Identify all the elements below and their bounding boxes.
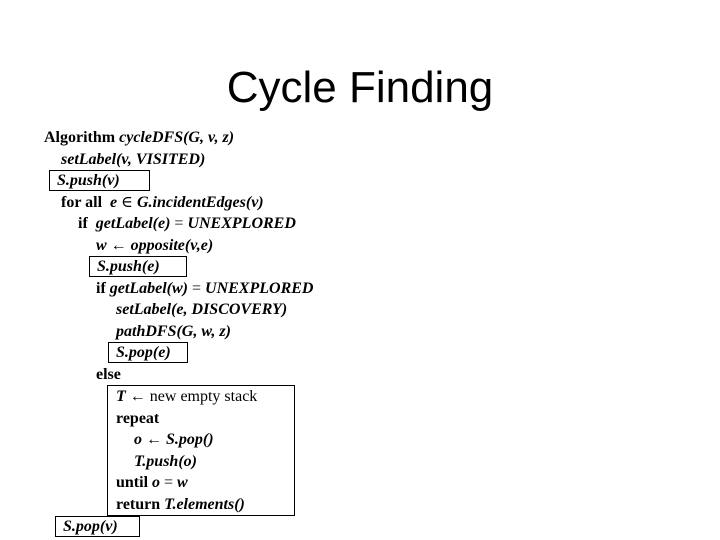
highlight-box-spop-e: S.pop(e) xyxy=(108,342,188,363)
keyword-if: if xyxy=(96,279,110,297)
code-line-return: return T.elements() xyxy=(108,494,294,516)
operator-assign-arrow: ← xyxy=(142,431,166,448)
code-line-spush-e: S.push(e) xyxy=(44,256,313,278)
algorithm-pseudocode: Algorithm cycleDFS(G, v, z) setLabel(v, … xyxy=(44,127,313,538)
keyword-until: until xyxy=(116,474,153,491)
identifier-unexplored: UNEXPLORED xyxy=(205,279,314,297)
code-line-if-getlabel-e: if getLabel(e) = UNEXPLORED xyxy=(44,213,313,235)
code-line-tpush-o: T.push(o) xyxy=(108,451,294,473)
code-line-for-all: for all e ∈ G.incidentEdges(v) xyxy=(44,192,313,214)
keyword-else: else xyxy=(96,365,121,383)
operator-element-of: ∈ xyxy=(117,193,137,211)
highlight-box-spush-v: S.push(v) xyxy=(49,170,150,191)
operator-equals: = xyxy=(160,474,178,491)
highlight-box-spop-v: S.pop(v) xyxy=(55,516,140,537)
identifier-w: w xyxy=(177,474,188,491)
text-new-empty-stack: ← new empty stack xyxy=(125,388,258,405)
identifier-spush-v: S.push(v) xyxy=(57,172,120,189)
identifier-unexplored: UNEXPLORED xyxy=(187,215,296,232)
identifier-spop-call: S.pop() xyxy=(166,431,214,448)
code-line-pathdfs: pathDFS(G, w, z) xyxy=(44,321,313,343)
identifier-opposite: opposite(v,e) xyxy=(130,236,214,254)
code-line-repeat: repeat xyxy=(108,408,294,430)
identifier-w: w xyxy=(96,236,107,254)
keyword-repeat: repeat xyxy=(116,409,160,427)
identifier-getlabel-w: getLabel(w) xyxy=(109,279,188,297)
code-line-else: else xyxy=(44,364,313,386)
code-line-if-getlabel-w: if getLabel(w) = UNEXPLORED xyxy=(44,278,313,300)
code-line-spop-v: S.pop(v) xyxy=(44,516,313,538)
identifier-cycledfs-signature: cycleDFS(G, v, z) xyxy=(119,129,235,146)
identifier-pathdfs: pathDFS(G, w, z) xyxy=(116,322,231,340)
code-line-setlabel-e-discovery: setLabel(e, DISCOVERY) xyxy=(44,299,313,321)
identifier-tpush-o: T.push(o) xyxy=(134,452,197,470)
keyword-if: if xyxy=(78,215,96,232)
code-line-algorithm-header: Algorithm cycleDFS(G, v, z) xyxy=(44,127,313,149)
code-line-o-spop: o ← S.pop() xyxy=(108,429,294,451)
identifier-telements: T.elements() xyxy=(164,495,245,513)
identifier-incidentedges: G.incidentEdges(v) xyxy=(136,193,264,211)
identifier-setlabel-v: setLabel(v, VISITED) xyxy=(61,150,206,168)
code-line-until: until o = w xyxy=(108,472,294,494)
keyword-algorithm: Algorithm xyxy=(44,129,120,146)
keyword-for-all: for all xyxy=(61,193,111,211)
operator-equals: = xyxy=(170,215,188,232)
identifier-getlabel-e: getLabel(e) xyxy=(95,215,171,232)
code-line-spop-e: S.pop(e) xyxy=(44,342,313,364)
keyword-return: return xyxy=(116,495,165,513)
operator-assign-arrow: ← xyxy=(106,236,131,254)
code-line-spush-v: S.push(v) xyxy=(44,170,313,192)
code-line-w-opposite: w ← opposite(v,e) xyxy=(44,235,313,257)
highlight-box-spush-e: S.push(e) xyxy=(89,256,187,277)
code-line-new-stack: T ← new empty stack xyxy=(108,386,294,408)
slide-title: Cycle Finding xyxy=(226,63,494,112)
operator-equals: = xyxy=(187,279,206,297)
identifier-o: o xyxy=(152,474,161,491)
identifier-t: T xyxy=(116,388,126,405)
identifier-spop-v: S.pop(v) xyxy=(63,518,118,535)
identifier-setlabel-e-discovery: setLabel(e, DISCOVERY) xyxy=(116,301,288,318)
code-line-setlabel-v: setLabel(v, VISITED) xyxy=(44,149,313,171)
cycle-extraction-box: T ← new empty stack repeat o ← S.pop() T… xyxy=(107,385,295,516)
identifier-e: e xyxy=(110,193,118,211)
identifier-spush-e: S.push(e) xyxy=(97,258,160,275)
identifier-o: o xyxy=(134,431,142,448)
identifier-spop-e: S.pop(e) xyxy=(116,344,171,361)
